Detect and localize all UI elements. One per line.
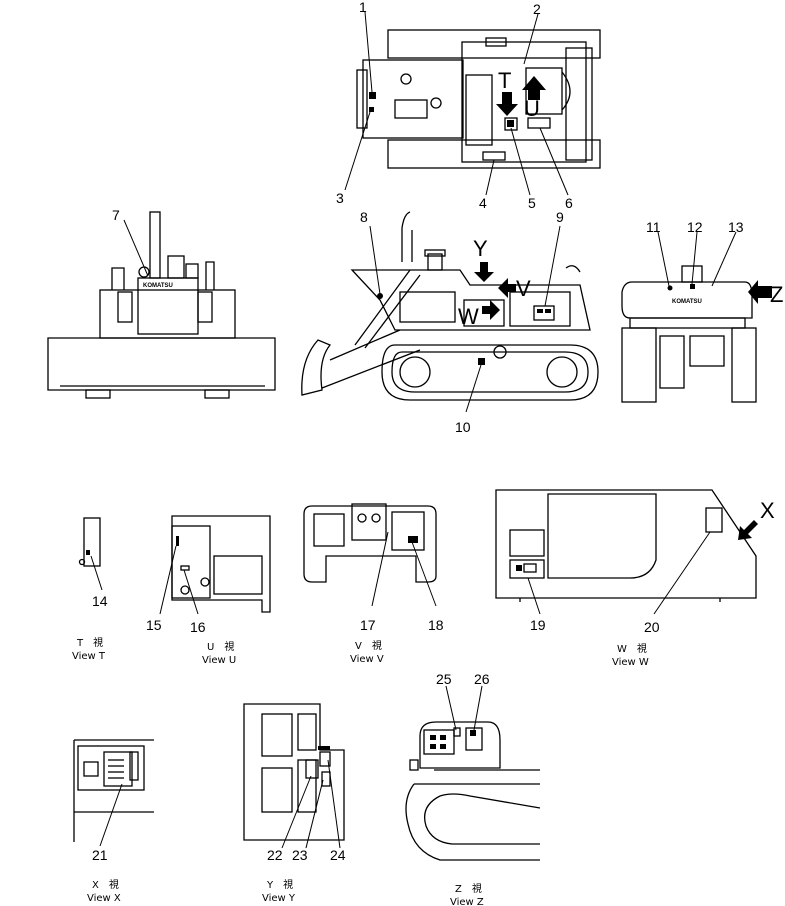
view-x-caption: View X	[87, 893, 121, 904]
view-letter-z: Z	[770, 282, 783, 307]
view-letter-v: V	[516, 276, 531, 301]
view-letter-x: X	[760, 498, 775, 523]
callout-16: 16	[190, 619, 206, 635]
callout-4: 4	[479, 195, 487, 211]
front-view-drawing: KOMATSU	[47, 211, 276, 399]
view-w-caption: View W	[612, 657, 649, 668]
view-letter-t: T	[498, 68, 511, 93]
callout-20: 20	[644, 619, 660, 635]
front-brand-plate: KOMATSU	[143, 283, 173, 289]
callout-24: 24	[330, 847, 346, 863]
view-u-caption-jp: U 視	[207, 640, 234, 653]
view-v-drawing	[303, 503, 437, 583]
callout-12: 12	[687, 219, 703, 235]
callout-2: 2	[533, 1, 541, 17]
callout-6: 6	[565, 195, 573, 211]
callout-15: 15	[146, 617, 162, 633]
view-w-caption-jp: W 視	[617, 642, 647, 655]
view-w-drawing: X	[495, 489, 775, 602]
view-t-caption: View T	[72, 651, 106, 662]
view-letter-y: Y	[473, 236, 488, 261]
rear-view-drawing: KOMATSU Z	[621, 265, 783, 403]
callout-26: 26	[474, 671, 490, 687]
view-y-drawing	[243, 703, 345, 841]
callout-1: 1	[359, 0, 367, 15]
view-z-caption: View Z	[450, 897, 484, 906]
view-x-caption-jp: X 視	[92, 878, 119, 891]
view-u-drawing	[171, 515, 271, 613]
callout-21: 21	[92, 847, 108, 863]
view-t-drawing	[78, 517, 101, 567]
callout-22: 22	[267, 847, 283, 863]
callout-14: 14	[92, 593, 108, 609]
callout-5: 5	[528, 195, 536, 211]
callout-11: 11	[646, 219, 661, 235]
view-letter-w: W	[458, 304, 479, 329]
view-y-caption: View Y	[262, 893, 296, 904]
callout-17: 17	[360, 617, 376, 633]
view-v-caption-jp: V 視	[355, 639, 382, 652]
callout-23: 23	[292, 847, 308, 863]
view-z-caption-jp: Z 視	[455, 882, 482, 895]
callout-18: 18	[428, 617, 444, 633]
view-t-caption-jp: T 視	[76, 636, 103, 649]
callout-25: 25	[436, 671, 452, 687]
view-v-caption: View V	[350, 654, 384, 665]
view-letter-u: U	[524, 96, 540, 121]
rear-brand-plate: KOMATSU	[672, 299, 702, 305]
callout-10: 10	[455, 419, 471, 435]
view-u-caption: View U	[202, 655, 236, 666]
view-z-drawing	[405, 721, 541, 861]
callout-3: 3	[336, 190, 344, 206]
view-x-drawing	[73, 739, 154, 842]
callout-8: 8	[360, 209, 368, 225]
view-y-caption-jp: Y 視	[266, 878, 293, 891]
top-view-drawing: T U	[356, 29, 601, 169]
callout-13: 13	[728, 219, 744, 235]
callout-9: 9	[556, 209, 564, 225]
callout-19: 19	[530, 617, 546, 633]
callout-7: 7	[112, 207, 120, 223]
side-view-drawing: Y V W	[301, 211, 599, 401]
